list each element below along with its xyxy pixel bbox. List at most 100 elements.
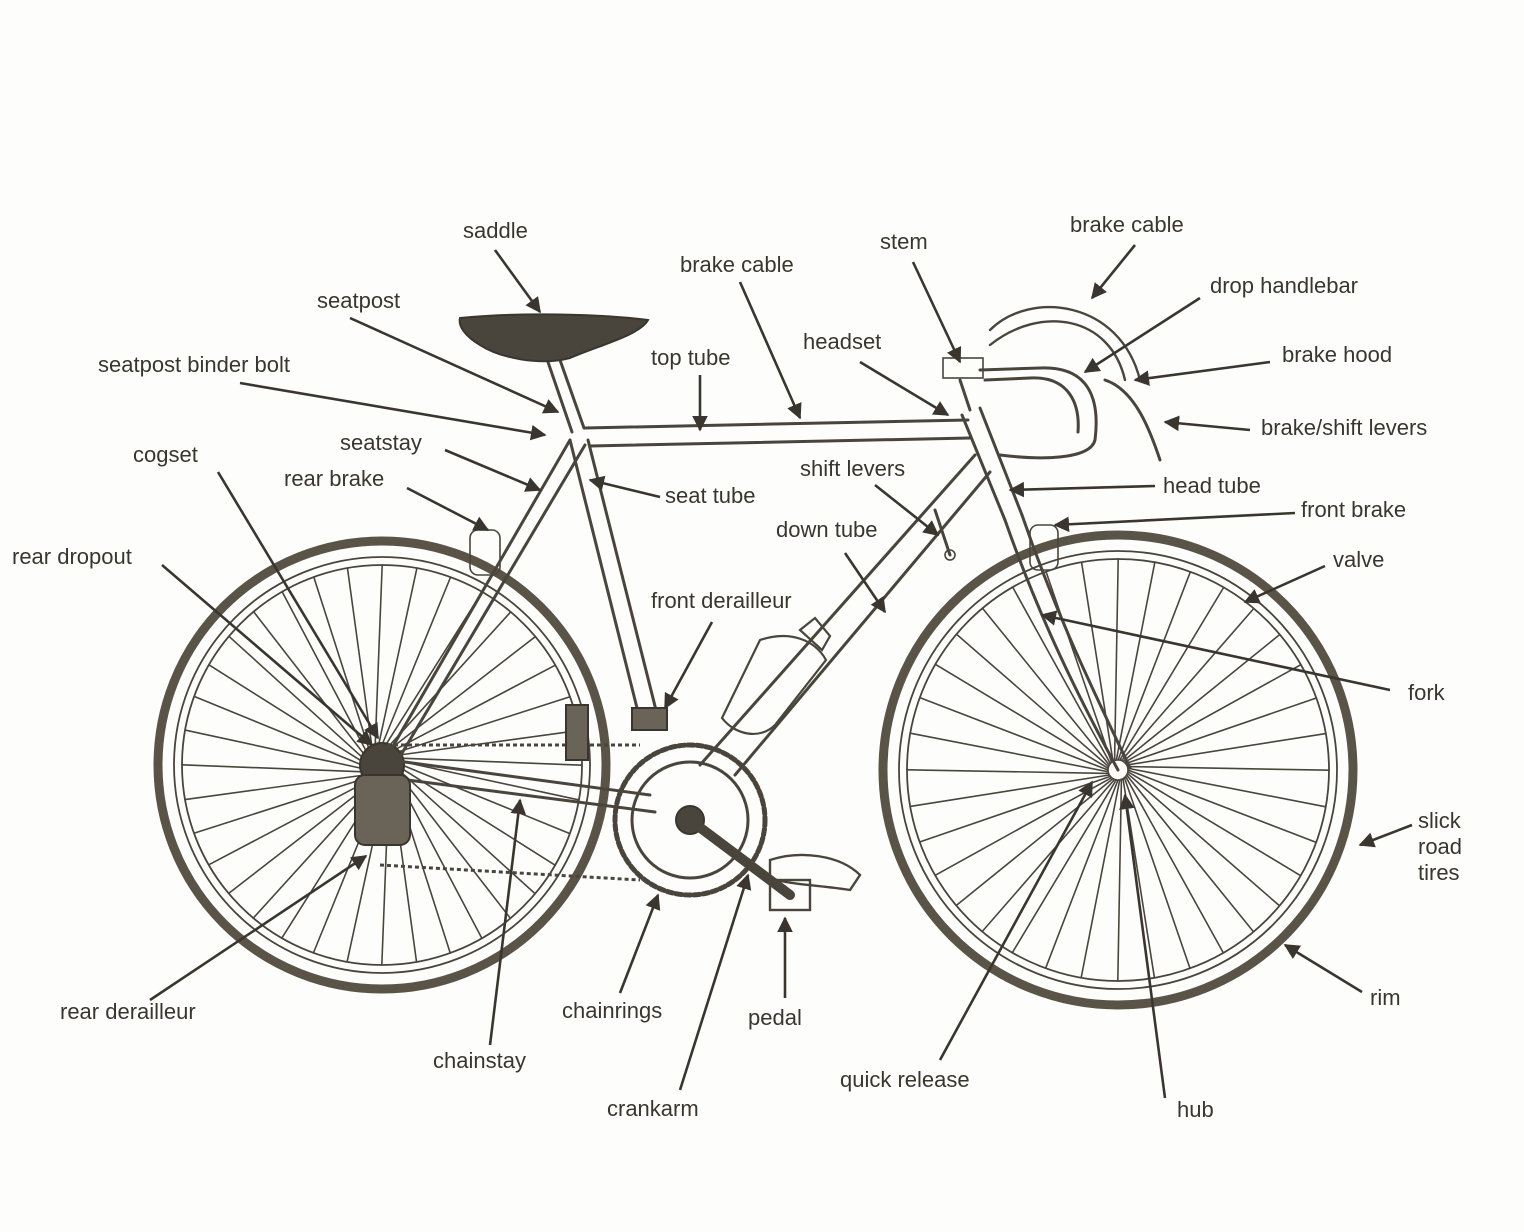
rear-spoke (401, 764, 571, 835)
rear-spoke (396, 695, 571, 753)
label-brake-hood: brake hood (1282, 342, 1392, 367)
rear-spoke (184, 774, 366, 801)
rear-spoke (398, 774, 512, 920)
front-spoke (1123, 663, 1302, 764)
front-wheel (878, 530, 1358, 1010)
label-front-brake: front brake (1301, 497, 1406, 522)
label-slick-road-tires-2: road (1418, 834, 1462, 859)
front-spoke (1080, 561, 1114, 763)
label-slick-road-tires-3: tires (1418, 860, 1460, 885)
front-spoke (1125, 732, 1327, 766)
front-spoke (918, 775, 1112, 843)
front-spoke (1123, 776, 1191, 970)
rear-spoke (381, 576, 452, 746)
label-seatpost-binder-bolt: seatpost binder bolt (98, 352, 290, 377)
front-brake-shape (1029, 524, 1059, 571)
rear-spoke (400, 767, 556, 866)
front-spoke (1126, 772, 1281, 907)
label-front-derailleur: front derailleur (651, 588, 792, 613)
rear-spoke (394, 664, 557, 751)
front-spoke (1118, 586, 1225, 761)
rear-spoke (312, 576, 370, 751)
leader-lines (149, 244, 1413, 1099)
front-spoke (918, 696, 1109, 771)
label-rear-dropout: rear dropout (12, 544, 132, 569)
front-spoke (1127, 770, 1302, 877)
rear-spoke (377, 567, 418, 747)
rear-spoke (193, 777, 368, 835)
label-saddle: saddle (463, 218, 528, 243)
label-head-tube: head tube (1163, 473, 1261, 498)
label-hub: hub (1177, 1097, 1214, 1122)
label-rear-derailleur: rear derailleur (60, 999, 196, 1024)
label-quick-release: quick release (840, 1067, 970, 1092)
front-spoke (1127, 767, 1327, 808)
rear-spoke (228, 635, 365, 759)
label-drop-handlebar: drop handlebar (1210, 273, 1358, 298)
label-chainrings: chainrings (562, 998, 662, 1023)
rear-spoke (400, 760, 580, 801)
front-spoke (955, 777, 1114, 907)
labels: saddle seatpost seatpost binder bolt cog… (12, 212, 1462, 1122)
front-spoke (1011, 586, 1112, 765)
front-spoke (909, 774, 1111, 808)
label-headset: headset (803, 329, 881, 354)
label-valve: valve (1333, 547, 1384, 572)
label-crankarm: crankarm (607, 1096, 699, 1121)
rear-spoke (207, 779, 370, 866)
front-spoke (1122, 633, 1281, 763)
front-spoke (1045, 570, 1113, 764)
front-spoke (1124, 775, 1225, 954)
rear-spoke (399, 757, 583, 766)
front-spoke (934, 663, 1109, 770)
label-stem: stem (880, 229, 928, 254)
rear-spoke (398, 729, 580, 756)
front-spoke (981, 778, 1116, 933)
label-pedal: pedal (748, 1005, 802, 1030)
rear-spoke (346, 567, 373, 749)
rear-spoke (227, 781, 373, 895)
rear-spoke (208, 664, 364, 763)
label-down-tube: down tube (776, 517, 878, 542)
water-bottle (720, 616, 832, 735)
rear-wheel (153, 536, 611, 994)
saddle-shape (458, 313, 650, 363)
label-slick-road-tires-1: slick (1418, 808, 1462, 833)
front-spoke (906, 769, 1110, 775)
front-spoke (955, 633, 1110, 768)
label-brake-shift-levers: brake/shift levers (1261, 415, 1427, 440)
front-spoke (1080, 779, 1121, 979)
rear-spoke (396, 777, 483, 940)
label-chainstay: chainstay (433, 1048, 526, 1073)
rear-spoke (184, 729, 364, 770)
rear-spoke (252, 610, 366, 756)
label-seatstay: seatstay (340, 430, 422, 455)
front-spoke (1117, 778, 1123, 982)
label-rear-brake: rear brake (284, 466, 384, 491)
label-top-tube: top tube (651, 345, 731, 370)
label-seat-tube: seat tube (665, 483, 756, 508)
drivetrain (354, 704, 862, 912)
bicycle-illustration (153, 305, 1358, 1010)
label-brake-cable-top: brake cable (680, 252, 794, 277)
cockpit (942, 305, 1162, 462)
front-spoke (1113, 558, 1119, 762)
front-spoke (1044, 779, 1119, 970)
rear-spoke (281, 590, 368, 753)
front-spoke (1127, 769, 1318, 844)
label-seatpost: seatpost (317, 288, 400, 313)
front-spoke (1120, 607, 1255, 762)
rear-spoke (399, 771, 536, 895)
front-spoke (1124, 697, 1318, 765)
rear-spoke (388, 611, 512, 748)
label-cogset: cogset (133, 442, 198, 467)
front-spoke (909, 732, 1109, 773)
rear-spoke (193, 695, 363, 766)
front-spoke (1125, 774, 1255, 933)
label-fork: fork (1408, 680, 1446, 705)
front-spoke (1126, 765, 1330, 771)
label-shift-levers: shift levers (800, 456, 905, 481)
rear-spoke (374, 564, 383, 748)
rear-spoke (181, 764, 365, 773)
